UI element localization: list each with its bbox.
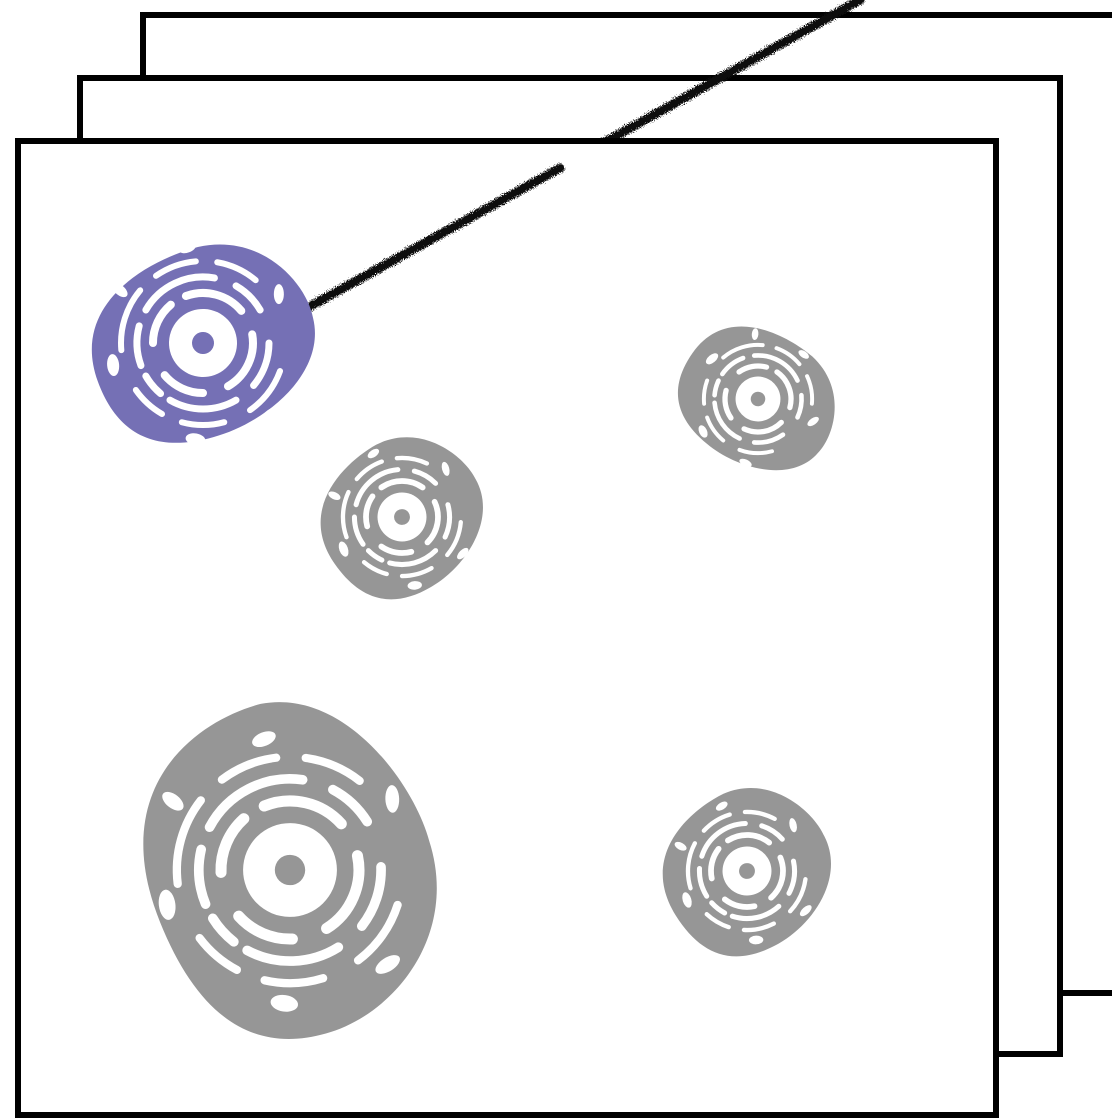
vesicle <box>274 284 284 304</box>
